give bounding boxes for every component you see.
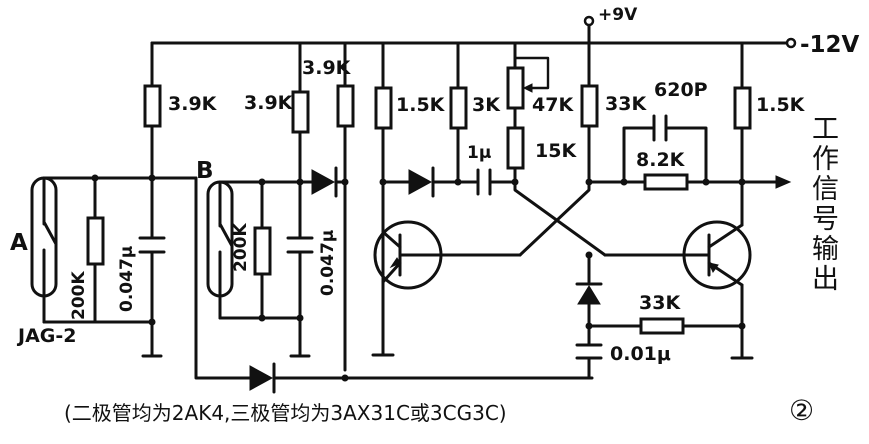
resistor-3k9-a <box>143 84 162 128</box>
potentiometer-47k <box>506 66 525 110</box>
resistor-15k <box>506 126 525 170</box>
resistor-3k9-a-label: 3.9K <box>168 93 218 115</box>
figure-number: ② <box>789 394 814 427</box>
resistor-8k2 <box>643 173 689 191</box>
reed-switch-b <box>206 180 234 298</box>
resistor-3k9-c <box>336 84 355 128</box>
resistor-200k-b-label: 200K <box>231 223 251 272</box>
resistor-3k9-top-label: 3.9K <box>302 57 352 79</box>
diode-a <box>249 362 276 394</box>
reed-type-label: JAG-2 <box>16 325 76 347</box>
output-char: 工 <box>812 114 839 145</box>
resistor-33k-bottom <box>639 317 685 335</box>
output-char: 号 <box>812 204 839 235</box>
output-char: 出 <box>812 264 839 295</box>
negative-supply-rail <box>150 37 797 49</box>
diode-b <box>311 166 338 198</box>
output-char: 信 <box>812 174 839 205</box>
resistor-3k9-b-label: 3.9K <box>244 92 294 114</box>
resistor-3k-label: 3K <box>472 94 501 116</box>
negative-supply-label: -12V <box>800 32 860 58</box>
resistor-33k-bottom-label: 33K <box>639 292 681 314</box>
transistor-q2 <box>682 220 752 290</box>
resistor-3k <box>449 86 468 130</box>
resistor-33k-top-label: 33K <box>605 93 647 115</box>
potentiometer-47k-label: 47K <box>532 94 574 116</box>
resistor-15k-label: 15K <box>535 140 577 162</box>
caption: (二极管均为2AK4,三极管均为3AX31C或3CG3C) <box>64 401 507 425</box>
capacitor-001u-label: 0.01μ <box>610 343 671 365</box>
positive-supply-label: +9V <box>598 5 638 25</box>
reed-switch-a <box>30 176 58 298</box>
input-b-label: B <box>196 158 214 184</box>
positive-supply-terminal <box>583 15 595 88</box>
resistor-200k-a <box>86 216 105 266</box>
capacitor-001u <box>575 343 603 360</box>
resistor-1k5-q2 <box>733 86 752 130</box>
capacitor-0047u-a <box>138 236 166 254</box>
resistor-33k-top <box>580 84 599 128</box>
resistor-8k2-label: 8.2K <box>636 149 686 171</box>
capacitor-620p <box>652 114 668 142</box>
resistor-1k5-q1 <box>374 86 393 130</box>
diode-bias <box>575 282 603 305</box>
resistor-1k5-q2-label: 1.5K <box>756 94 806 116</box>
output-char: 作 <box>812 144 839 175</box>
input-a-label: A <box>10 230 28 256</box>
capacitor-1u-label: 1μ <box>467 143 491 163</box>
resistor-200k-b <box>253 226 272 276</box>
capacitor-0047u-b <box>286 236 314 254</box>
resistor-3k9-b <box>291 90 310 134</box>
capacitor-1u <box>476 168 492 196</box>
capacitor-0047u-b-label: 0.047μ <box>318 230 338 296</box>
resistor-200k-a-label: 200K <box>69 271 89 320</box>
capacitor-620p-label: 620P <box>654 79 708 101</box>
transistor-q1 <box>373 220 460 290</box>
capacitor-0047u-a-label: 0.047μ <box>117 246 137 312</box>
output-char: 输 <box>812 234 839 265</box>
resistor-1k5-q1-label: 1.5K <box>396 94 446 116</box>
diode-q1 <box>408 166 435 198</box>
output-label: 工 作 信 号 输 出 <box>812 114 839 295</box>
